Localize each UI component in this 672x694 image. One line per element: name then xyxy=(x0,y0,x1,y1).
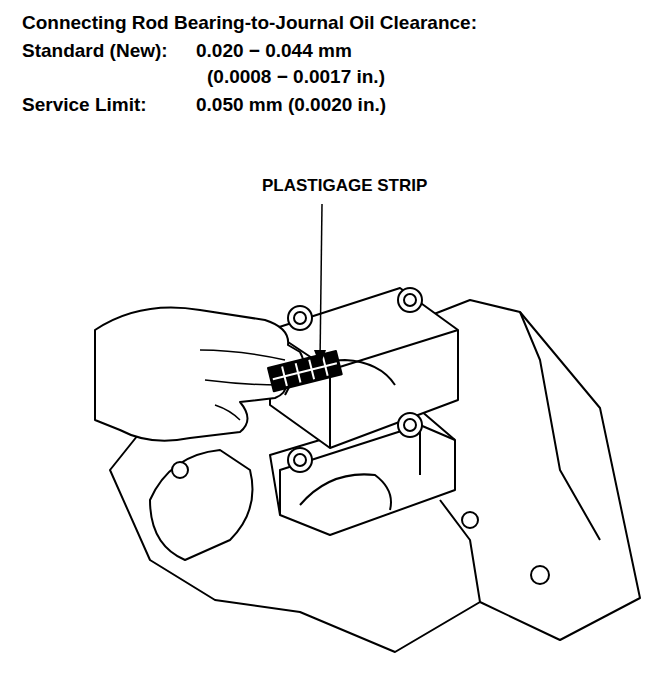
crank-journal xyxy=(150,450,253,560)
part-label: PLASTIGAGE STRIP xyxy=(262,176,427,196)
rod-cap-upper-face xyxy=(270,330,458,448)
journal-arc xyxy=(300,474,391,510)
rod-cap-lower-face xyxy=(280,425,455,515)
spec-text: Standard (New): xyxy=(22,40,168,62)
spec-text: 0.050 mm (0.0020 in.) xyxy=(196,94,386,116)
block-rib xyxy=(440,312,600,602)
spec-text: (0.0008 − 0.0017 in.) xyxy=(207,66,385,88)
heading: Connecting Rod Bearing-to-Journal Oil Cl… xyxy=(22,12,477,34)
spec-text: 0.020 − 0.044 mm xyxy=(196,40,352,62)
spec-text: Service Limit: xyxy=(22,94,147,116)
plastigage-strip xyxy=(268,351,342,391)
leader-arrowhead xyxy=(314,350,326,366)
leader-line xyxy=(320,204,322,362)
